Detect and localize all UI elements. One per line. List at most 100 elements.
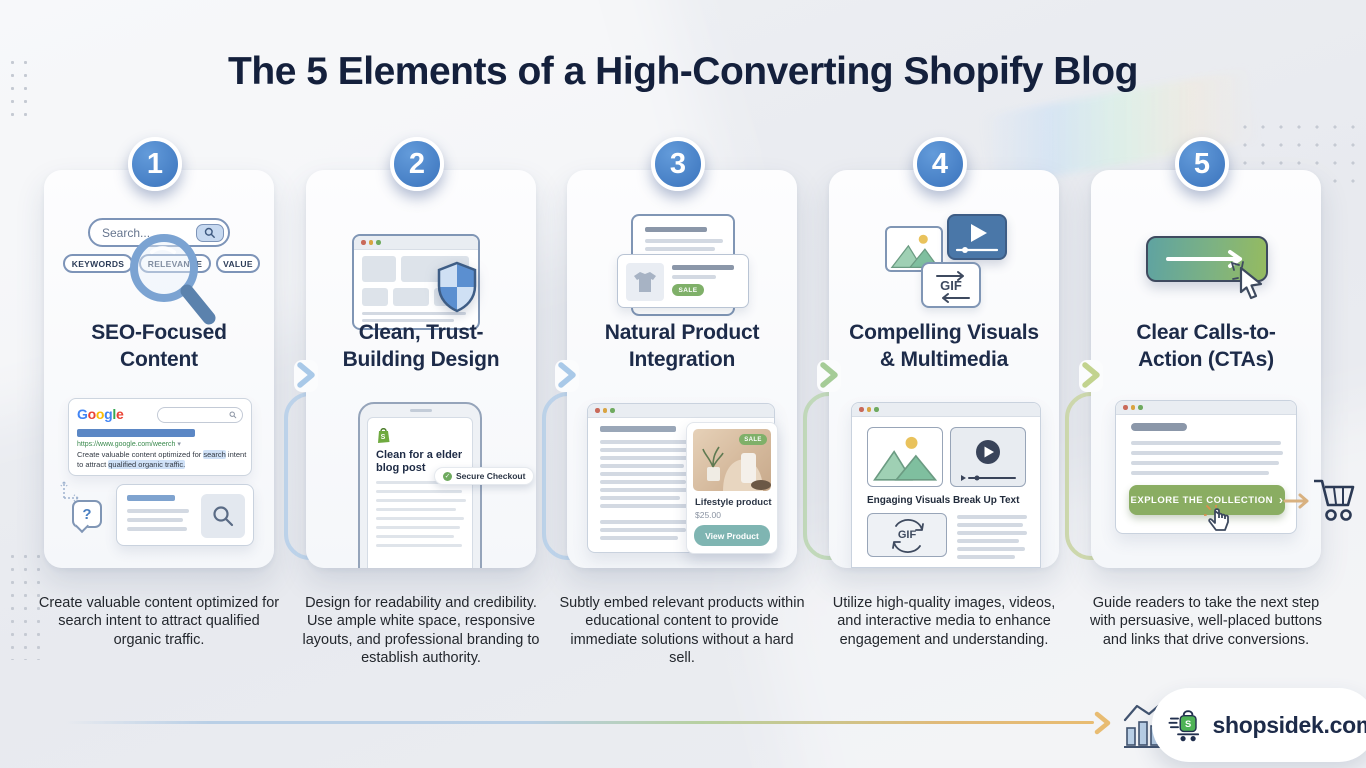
chevron-right-icon: › bbox=[1278, 493, 1284, 507]
timeline-arrowhead-icon bbox=[1094, 711, 1111, 735]
google-logo: Google bbox=[77, 406, 124, 422]
connector-chevron-icon bbox=[297, 362, 315, 388]
window-dot-yellow bbox=[368, 240, 373, 245]
step-badge-5: 5 bbox=[1175, 137, 1229, 191]
layout-block bbox=[393, 288, 429, 306]
image-thumbnail bbox=[867, 427, 943, 487]
gif-label: GIF bbox=[897, 529, 917, 541]
step-badge-3: 3 bbox=[651, 137, 705, 191]
tshirt-image bbox=[626, 263, 664, 301]
card-clear-ctas: Clear Calls-to- Action (CTAs) EXPLORE TH… bbox=[1091, 170, 1321, 568]
product-price: $25.00 bbox=[695, 510, 721, 520]
view-product-button[interactable]: View Product bbox=[694, 525, 770, 546]
secure-checkout-label: Secure Checkout bbox=[456, 471, 526, 481]
card-description: Design for readability and credibility. … bbox=[302, 595, 540, 667]
image-icon bbox=[885, 226, 943, 272]
svg-text:S: S bbox=[381, 434, 386, 441]
layout-block bbox=[362, 256, 396, 282]
magnifier-icon bbox=[130, 234, 216, 325]
step-badge-4: 4 bbox=[913, 137, 967, 191]
card-description: Create valuable content optimized for se… bbox=[38, 595, 280, 648]
brand-domain: shopsidek.com bbox=[1212, 711, 1366, 738]
card-heading: Compelling Visuals & Multimedia bbox=[849, 321, 1039, 371]
search-icon[interactable] bbox=[201, 494, 245, 538]
card-description: Guide readers to take the next step with… bbox=[1089, 595, 1323, 648]
search-placeholder: Search... bbox=[102, 225, 151, 240]
step-badge-1: 1 bbox=[128, 137, 182, 191]
secure-checkout-badge: ✓ Secure Checkout bbox=[434, 467, 535, 485]
title-bar bbox=[1131, 423, 1187, 431]
cta-browser-mockup: EXPLORE THE COLLECTION› bbox=[1115, 400, 1297, 534]
svg-text:S: S bbox=[1185, 719, 1191, 729]
phone-speaker bbox=[410, 409, 432, 412]
shopify-bag-icon: S bbox=[378, 428, 390, 443]
result-snippet: Create valuable content optimized for se… bbox=[77, 450, 247, 469]
connector-chevron-icon bbox=[1082, 362, 1100, 388]
media-browser-mockup: Engaging Visuals Break Up Text GIF bbox=[851, 402, 1041, 568]
title-line bbox=[600, 426, 676, 432]
connector-chevron-icon bbox=[820, 362, 838, 388]
gif-icon: GIF bbox=[921, 262, 981, 308]
dot-grid-decor bbox=[6, 550, 40, 660]
to-cart-arrow-icon bbox=[1283, 493, 1309, 509]
card-product-integration: SALE Natural Product Integration bbox=[567, 170, 797, 568]
tag-keywords: KEYWORDS bbox=[63, 254, 133, 273]
card-visuals-multimedia: GIF Compelling Visuals & Multimedia bbox=[829, 170, 1059, 568]
google-search-input[interactable] bbox=[157, 407, 243, 423]
dot-grid-decor bbox=[6, 56, 36, 120]
card-clean-design: Clean, Trust- Building Design S Clean fo… bbox=[306, 170, 536, 568]
page-title: The 5 Elements of a High-Converting Shop… bbox=[228, 50, 1138, 93]
text-line bbox=[127, 518, 183, 522]
connector-chevron-icon bbox=[558, 362, 576, 388]
brand-cart-icon: S bbox=[1168, 710, 1200, 742]
card-heading: SEO-Focused Content bbox=[91, 321, 227, 371]
step-badge-2: 2 bbox=[390, 137, 444, 191]
title-line bbox=[127, 495, 175, 501]
explore-collection-button[interactable]: EXPLORE THE COLLECTION› bbox=[1129, 485, 1285, 515]
card-seo-content: Search... KEYWORDS RELEVANCE VALUE SEO-F… bbox=[44, 170, 274, 568]
card-heading: Clean, Trust- Building Design bbox=[342, 321, 500, 371]
embedded-product-card: SALE Lifestyle product $25.00 View Produ… bbox=[686, 422, 778, 554]
video-player-icon bbox=[947, 214, 1007, 260]
text-line bbox=[672, 275, 716, 279]
result-url[interactable]: https://www.google.com/weerch ▾ bbox=[77, 441, 181, 448]
text-line bbox=[127, 527, 187, 531]
card-description: Utilize high-quality images, videos, and… bbox=[832, 595, 1056, 648]
layout-block bbox=[362, 288, 388, 306]
card-description: Subtly embed relevant products within ed… bbox=[559, 595, 805, 667]
blog-post-title: Clean for a elder blog post bbox=[376, 449, 463, 475]
check-icon: ✓ bbox=[443, 471, 452, 481]
text-line bbox=[645, 247, 715, 251]
visuals-caption: Engaging Visuals Break Up Text bbox=[867, 495, 1020, 506]
text-line bbox=[645, 239, 723, 243]
gif-placeholder: GIF bbox=[867, 513, 947, 557]
phone-screen: S Clean for a elder blog post bbox=[367, 417, 473, 568]
title-line bbox=[645, 227, 707, 232]
product-name: Lifestyle product bbox=[695, 497, 772, 508]
text-lines bbox=[376, 480, 468, 548]
shopping-cart-icon bbox=[1314, 479, 1355, 521]
timeline-gradient-line bbox=[64, 721, 1094, 724]
tag-value: VALUE bbox=[216, 254, 260, 273]
gif-label: GIF bbox=[940, 277, 962, 293]
product-card-icon: SALE bbox=[617, 254, 749, 308]
result-title-bar bbox=[77, 429, 195, 437]
text-line bbox=[127, 509, 189, 513]
search-result-card-mockup bbox=[116, 484, 254, 546]
video-thumbnail[interactable] bbox=[950, 427, 1026, 487]
brand-logo-pill[interactable]: S shopsidek.com bbox=[1152, 688, 1366, 762]
card-heading: Natural Product Integration bbox=[604, 321, 760, 371]
text-line bbox=[362, 319, 454, 322]
trust-shield-icon bbox=[437, 261, 477, 313]
question-bubble: ? bbox=[72, 500, 102, 528]
window-dot-red bbox=[361, 240, 366, 245]
window-dot-green bbox=[376, 240, 381, 245]
card-heading: Clear Calls-to- Action (CTAs) bbox=[1136, 321, 1276, 371]
product-photo bbox=[693, 429, 771, 491]
cursor-icon bbox=[1231, 261, 1263, 300]
title-line bbox=[672, 265, 734, 270]
axis-arrows-decor bbox=[60, 481, 79, 502]
google-serp-mockup: Google https://www.google.com/weerch ▾ C… bbox=[68, 398, 252, 476]
search-icon[interactable] bbox=[196, 223, 224, 242]
